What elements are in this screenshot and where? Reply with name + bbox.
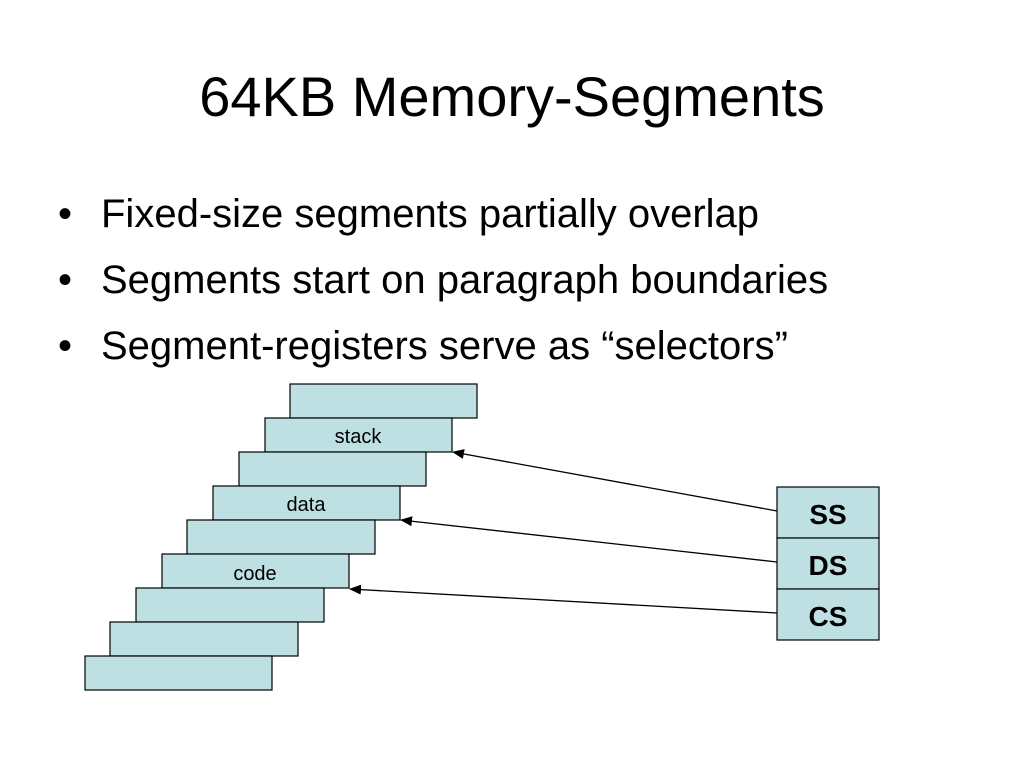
ds-register-label: DS — [809, 550, 848, 581]
register-block: SS DS CS — [776, 486, 880, 641]
memory-segment — [109, 621, 299, 657]
ss-register-box — [776, 486, 880, 539]
code-segment-box — [161, 553, 350, 589]
memory-segment — [289, 383, 478, 419]
memory-segment-stack: stack — [264, 417, 453, 453]
register-ds: DS — [776, 537, 880, 590]
code-segment-label: code — [233, 563, 276, 585]
bullet-item: Segments start on paragraph boundaries — [58, 256, 828, 322]
stack-segment-box — [264, 417, 453, 453]
cs-register-box — [776, 588, 880, 641]
memory-segment-data: data — [212, 485, 401, 521]
segment-stack: stack data code — [84, 383, 478, 691]
data-segment-box — [212, 485, 401, 521]
bullet-item: Fixed-size segments partially overlap — [58, 190, 828, 256]
cs-to-code-arrow — [349, 584, 778, 614]
register-cs: CS — [776, 588, 880, 641]
memory-segment — [186, 519, 376, 555]
ds-to-data-arrow — [400, 516, 778, 563]
memory-segment — [135, 587, 325, 623]
ss-to-stack-arrow — [452, 449, 778, 512]
memory-segment-code: code — [161, 553, 350, 589]
stack-segment-label: stack — [335, 426, 383, 448]
ss-register-label: SS — [809, 499, 846, 530]
memory-segment — [84, 655, 273, 691]
data-segment-label: data — [287, 494, 327, 516]
slide-title: 64KB Memory-Segments — [199, 65, 825, 128]
cs-register-label: CS — [809, 601, 848, 632]
memory-segment — [238, 451, 427, 487]
bullet-list: Fixed-size segments partially overlap Se… — [58, 190, 828, 388]
register-ss: SS — [776, 486, 880, 539]
ds-register-box — [776, 537, 880, 590]
bullet-item: Segment-registers serve as “selectors” — [58, 322, 828, 388]
